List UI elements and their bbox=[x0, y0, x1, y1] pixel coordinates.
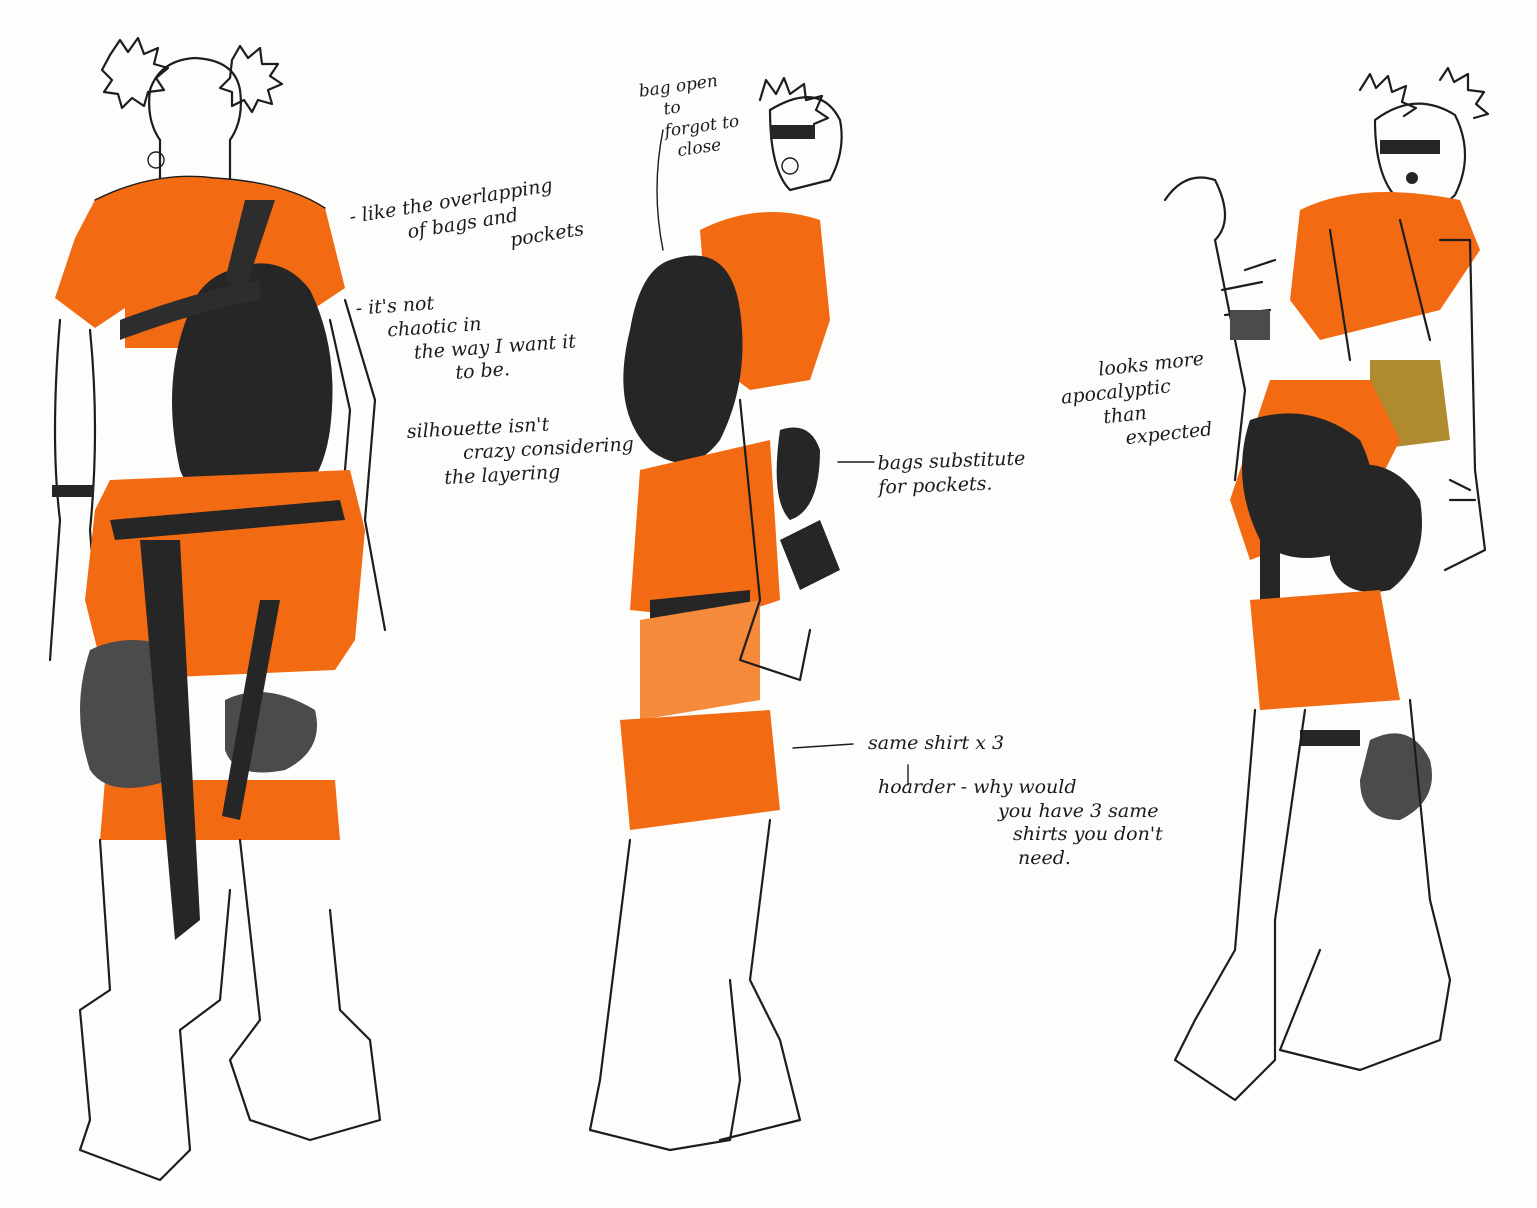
hair-bun-right bbox=[218, 44, 284, 114]
note-silhouette: silhouette isn't crazy considering the l… bbox=[406, 409, 635, 492]
scarf-3q bbox=[1290, 192, 1480, 340]
figure-back-view bbox=[48, 36, 387, 1182]
note-line: same shirt x 3 bbox=[868, 732, 1005, 754]
head-side bbox=[768, 96, 843, 192]
earring-side bbox=[781, 157, 799, 175]
lips bbox=[1406, 172, 1418, 184]
right-arm-3q bbox=[1438, 238, 1487, 572]
hip-bag-side bbox=[776, 427, 820, 520]
hair-left-bun bbox=[1358, 72, 1418, 118]
backpack-strap-cross bbox=[120, 280, 260, 340]
arm-band bbox=[1230, 310, 1270, 340]
harness bbox=[1328, 218, 1432, 362]
backpack bbox=[172, 263, 333, 512]
shirt-side-lower bbox=[640, 600, 760, 720]
hair-bun-left bbox=[100, 36, 170, 110]
raised-arm bbox=[1163, 176, 1277, 482]
skirt-3q bbox=[1250, 590, 1400, 710]
figure-three-quarter-view bbox=[1163, 66, 1490, 1102]
arm-side bbox=[738, 398, 812, 682]
thigh-strap-3q bbox=[1300, 730, 1360, 746]
pointer-bag-open bbox=[656, 129, 664, 251]
trousers-3q bbox=[1173, 698, 1452, 1102]
hip-bag-3q bbox=[1330, 464, 1422, 592]
note-same-shirt: same shirt x 3 hoarder - why would you h… bbox=[868, 732, 1163, 871]
shirt-outline bbox=[94, 175, 326, 209]
note-bag-open: bag open to forgot to close bbox=[638, 69, 744, 166]
strap-3q bbox=[1260, 500, 1280, 620]
figure-side-view bbox=[588, 76, 843, 1152]
hair-side bbox=[758, 76, 830, 126]
note-bags-substitute: bags substitute for pockets. bbox=[877, 447, 1026, 500]
shirt-side-bottom bbox=[620, 710, 780, 830]
pointer-same-shirt bbox=[792, 743, 854, 749]
earring bbox=[147, 151, 165, 169]
note-apocalyptic: looks more apocalyptic than expected bbox=[1057, 348, 1214, 458]
note-line: you have 3 same bbox=[998, 799, 1159, 822]
note-line: need. bbox=[1018, 847, 1071, 869]
sunglasses-side bbox=[770, 125, 815, 139]
hanging-strap bbox=[140, 540, 200, 940]
shirt-side-middle bbox=[630, 440, 780, 620]
note-line: shirts you don't bbox=[1013, 823, 1163, 846]
skirt bbox=[100, 780, 340, 840]
wristband bbox=[52, 485, 94, 497]
trousers-side bbox=[588, 818, 802, 1152]
hip-bag-side-2 bbox=[780, 520, 840, 590]
hair-right-bun bbox=[1438, 66, 1490, 120]
left-arm bbox=[48, 318, 102, 662]
belt bbox=[110, 500, 345, 540]
head bbox=[148, 56, 242, 182]
note-not-chaotic: - it's not chaotic in the way I want it … bbox=[355, 283, 578, 393]
thigh-bag-3q bbox=[1360, 733, 1432, 820]
backpack-side bbox=[623, 255, 743, 463]
hanging-strap-2 bbox=[222, 600, 280, 820]
trousers bbox=[78, 838, 382, 1182]
note-line: hoarder - why would bbox=[878, 775, 1077, 798]
backpack-strap bbox=[225, 200, 275, 290]
sunglasses-3q bbox=[1380, 140, 1440, 154]
head-3q bbox=[1373, 102, 1467, 210]
